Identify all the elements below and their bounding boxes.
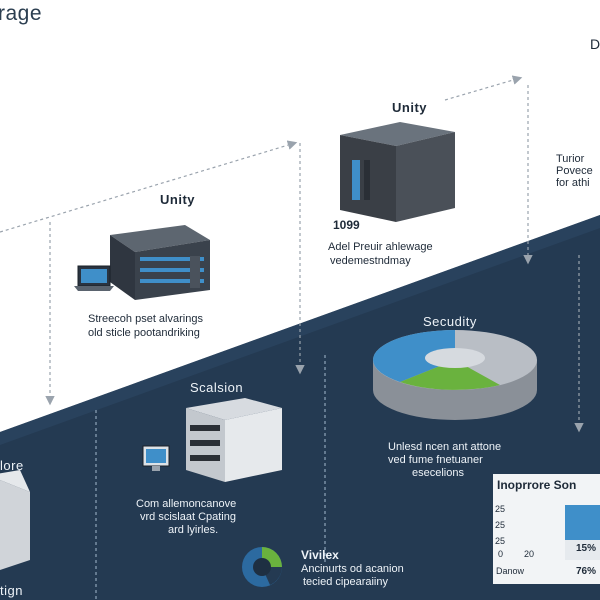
vivilex-caption-1: Ancinurts od acanion (301, 563, 404, 575)
scalsion-caption-2: vrd scislaat Cpating (140, 511, 236, 523)
panel-pct-2: 76% (576, 566, 597, 577)
right-partial-caption-1: Turior (556, 153, 585, 165)
scalsion-label: Scalsion (190, 380, 244, 395)
panel-title: Inoprrore Son (497, 478, 577, 492)
scalsion-caption-1: Com allemoncanove (136, 498, 237, 510)
page-title: rage (0, 2, 43, 25)
security-caption-2: ved fume fnetuaner (388, 454, 483, 466)
left-partial-label-2: tign (0, 583, 23, 598)
left-partial-label: lore (0, 458, 24, 473)
unity-top-label: Unity (392, 100, 427, 115)
top-right-letter: D (590, 36, 600, 52)
vivilex-caption-2: tecied cipearaiiny (303, 576, 388, 588)
left-partial-box-icon (0, 470, 30, 570)
panel-tick-2: 25 (495, 520, 506, 530)
connector-arrows (0, 75, 584, 600)
panel-tick-3: 25 (495, 536, 506, 546)
unity-top-caption-1: Adel Preuir ahlewage (328, 241, 433, 253)
unity-left-caption-1: Streecoh pset alvarings (88, 313, 203, 325)
security-pie-chart-icon (373, 330, 537, 420)
panel-footer: Danow (496, 566, 525, 576)
security-caption-3: esecelions (412, 467, 464, 479)
vivilex-logo-icon (242, 547, 282, 587)
tower-server-icon (340, 122, 455, 222)
panel-tick-1: 25 (495, 504, 506, 514)
unity-top-caption-2: vedemestndmay (330, 255, 411, 267)
vivilex-label: Vivilex (301, 548, 339, 562)
unity-left-caption-2: old sticle pootandriking (88, 327, 200, 339)
panel-x-value-2: 20 (524, 549, 535, 559)
right-partial-caption-3: for athi (556, 177, 590, 189)
scalsion-caption-3: ard lyirles. (168, 524, 219, 536)
rack-server-icon (110, 225, 210, 300)
security-label: Secudity (423, 314, 477, 329)
security-caption-1: Unlesd ncen ant attone (388, 441, 502, 453)
panel-x-value-1: 0 (498, 549, 504, 559)
panel-pct-1: 15% (576, 543, 597, 554)
desktop-monitor-icon (142, 445, 170, 471)
scalsion-server-icon (186, 398, 282, 482)
improve-panel-backdrop (493, 474, 600, 584)
unity-top-number: 1099 (333, 218, 360, 232)
laptop-icon (74, 265, 114, 291)
unity-left-label: Unity (160, 192, 195, 207)
right-partial-caption-2: Povece (556, 165, 593, 177)
dark-band (0, 215, 600, 600)
